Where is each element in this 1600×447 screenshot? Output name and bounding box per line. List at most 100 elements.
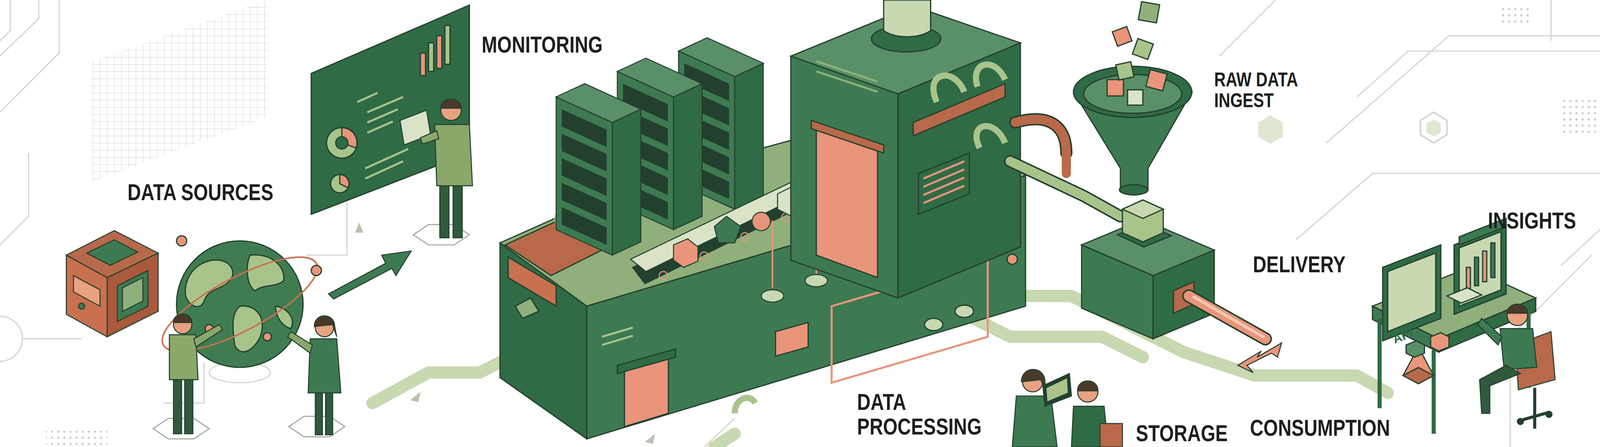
monitoring-board-part xyxy=(326,127,358,158)
server-rack xyxy=(556,83,641,255)
person xyxy=(1477,303,1555,429)
person xyxy=(1012,369,1072,447)
person-part xyxy=(287,331,313,353)
consumption-desk-part xyxy=(1430,332,1449,351)
delivery-arrow xyxy=(1237,342,1282,373)
person xyxy=(287,315,341,435)
hexagon-decor-part xyxy=(1426,119,1441,137)
consumption-desk-part xyxy=(1474,257,1479,286)
flow-track-part xyxy=(714,433,735,447)
person-part xyxy=(314,315,337,337)
hexagon-decor-part xyxy=(1420,112,1448,143)
machine-base-part xyxy=(955,305,974,318)
data-source-box-part xyxy=(122,277,143,312)
delivery-box-part xyxy=(1122,200,1164,219)
processing-tower-part xyxy=(923,161,965,203)
person xyxy=(1071,380,1123,447)
monitoring-board-part xyxy=(365,148,409,179)
person-part xyxy=(1520,387,1550,429)
delivery-box xyxy=(1081,200,1215,339)
processing-tower-part xyxy=(790,56,898,298)
person-part xyxy=(325,387,333,435)
track-arrows-part xyxy=(645,433,655,444)
person-part xyxy=(1517,417,1524,425)
dot-grid-part xyxy=(1500,6,1531,27)
data-source-box-part xyxy=(86,239,138,265)
conveyor-belt-part xyxy=(714,216,741,243)
delivery-tube-part xyxy=(1188,295,1266,339)
monitoring-board-part xyxy=(428,42,434,72)
consumption-desk xyxy=(1372,218,1536,434)
server-rack-part xyxy=(734,63,764,210)
circuit-lines-part xyxy=(0,0,10,41)
globe-part xyxy=(275,305,293,329)
processing-tower-part xyxy=(975,64,1005,87)
monitoring-board-part xyxy=(420,52,426,76)
circuit-lines-part xyxy=(1550,0,1552,41)
data-source-box-part xyxy=(66,230,158,278)
machine-base-part xyxy=(602,327,633,345)
ingest-funnel-part xyxy=(1119,184,1149,195)
person xyxy=(400,98,473,238)
delivery-tube-part xyxy=(1188,295,1266,339)
ingest-funnel-part xyxy=(1112,26,1133,47)
circuit-lines-part xyxy=(1295,173,1600,240)
ingest-funnel xyxy=(1073,1,1192,195)
data-source-box-part xyxy=(78,302,85,310)
consumption-desk-part xyxy=(1406,340,1425,357)
section-label: DATA SOURCES xyxy=(127,180,274,205)
processing-tower-part xyxy=(883,0,931,37)
circuit-lines-part xyxy=(1357,50,1600,97)
globe-part xyxy=(176,235,187,246)
monitoring-board-part xyxy=(445,25,450,65)
person-part xyxy=(1545,410,1553,418)
server-rack-part-part xyxy=(562,207,606,245)
person-part xyxy=(440,181,450,238)
delivery-tube-part xyxy=(1193,296,1264,337)
data-source-box-part xyxy=(117,270,148,322)
monitoring-board-part xyxy=(330,174,349,193)
processing-tower-part xyxy=(816,127,878,278)
monitoring-board-part xyxy=(436,35,442,69)
data-source-box xyxy=(66,230,158,337)
person-part xyxy=(173,377,182,434)
pipes-part xyxy=(1015,119,1067,153)
consumption-desk-part xyxy=(1382,244,1441,341)
machine-base-part xyxy=(1007,253,1018,264)
section-label: DATA PROCESSING xyxy=(857,389,1001,439)
machine-base-part xyxy=(508,257,557,306)
circuit-lines-part xyxy=(1561,229,1600,266)
consumption-desk-part xyxy=(1482,250,1487,282)
globe-part xyxy=(311,265,322,275)
person-part xyxy=(1477,318,1503,345)
person-part xyxy=(440,98,462,108)
conveyor-belt-part xyxy=(805,274,828,287)
hexagon-decor-part xyxy=(1258,115,1283,145)
ingest-funnel-part xyxy=(1115,61,1135,80)
processing-tower-part xyxy=(933,75,965,103)
person-part xyxy=(184,377,193,434)
person-part xyxy=(1077,380,1098,391)
conveyor-belt-part xyxy=(761,289,784,302)
person-part xyxy=(452,181,463,238)
grid-panel xyxy=(91,0,268,182)
flow-arrow xyxy=(328,250,412,299)
conveyor-belt-part xyxy=(752,212,771,231)
person-part xyxy=(1500,328,1537,370)
delivery-box-part xyxy=(1122,200,1164,242)
circuit-lines-part xyxy=(22,337,82,340)
machine-base-part xyxy=(734,397,755,413)
person-part xyxy=(1045,377,1069,403)
section-label: STORAGE xyxy=(1135,420,1228,446)
globe-part xyxy=(232,305,263,352)
person-part xyxy=(1479,365,1521,413)
monitoring-board-part xyxy=(357,92,403,133)
consumption-desk-part xyxy=(1387,252,1436,332)
person-part xyxy=(308,338,341,393)
server-rack-part xyxy=(612,109,641,255)
data-source-box-part xyxy=(73,275,100,306)
person-part xyxy=(1042,373,1072,406)
globe-part xyxy=(185,260,233,307)
